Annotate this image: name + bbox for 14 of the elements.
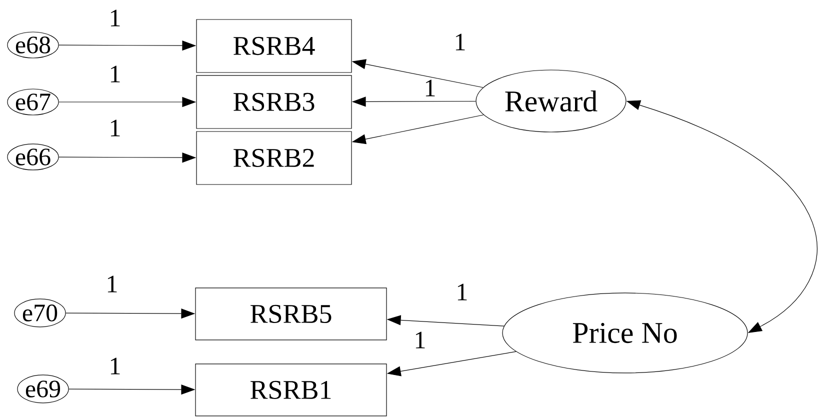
observed-variable-box: RSRB3 (196, 75, 352, 129)
observed-variable-box: RSRB2 (196, 131, 352, 185)
edge-label: 1 (108, 8, 122, 28)
edge-label: 1 (104, 274, 120, 294)
edge-label: 1 (108, 356, 122, 376)
observed-variable-box: RSRB5 (195, 288, 387, 340)
edge-label: 1 (108, 118, 122, 138)
observed-variable-box: RSRB1 (195, 364, 387, 416)
edge-label: 1 (422, 78, 438, 98)
observed-variable-box: RSRB4 (196, 19, 352, 73)
edge-label: 1 (108, 64, 122, 84)
edge-label: 1 (454, 282, 470, 302)
edge-label: 1 (412, 330, 428, 350)
edge-label: 1 (452, 32, 468, 52)
